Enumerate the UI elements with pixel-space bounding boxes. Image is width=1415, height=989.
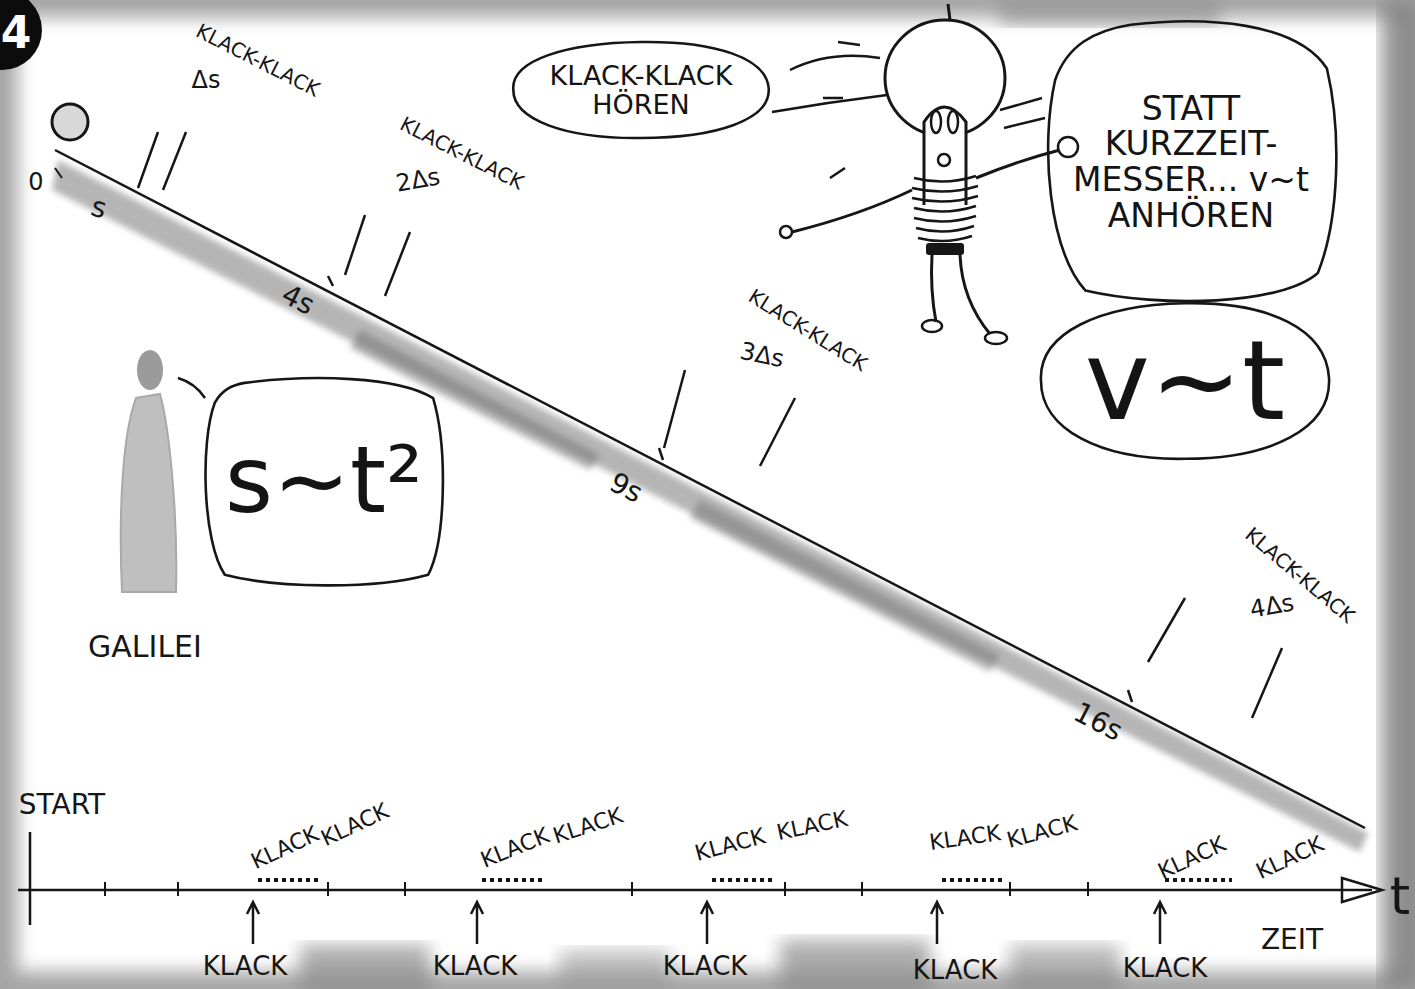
figure-hand [1058, 137, 1078, 157]
axis-arrowhead [1342, 878, 1382, 902]
incline-shading [52, 160, 1368, 852]
sound-label: KLACK [913, 957, 998, 983]
interval-label: 4Δs [1248, 590, 1296, 621]
sound-label: KLACK [203, 953, 288, 979]
distance-mark [659, 448, 663, 460]
rolling-ball [52, 104, 88, 140]
watercolor-blotch [1380, 0, 1415, 989]
start-tick [29, 832, 32, 925]
watercolor-blotch [780, 940, 930, 989]
interval-label: Δs [192, 68, 221, 92]
speech-bubble: KLACK-KLACK HÖREN [508, 40, 774, 140]
figure-stripes [912, 176, 978, 241]
bubble-tail [1000, 98, 1045, 128]
start-mark [55, 168, 62, 178]
axis-label: START [19, 791, 105, 819]
bubble-text: v~t [1045, 322, 1325, 441]
watercolor-blotch [300, 945, 430, 989]
figure-eye [931, 111, 941, 133]
motion-strokes [823, 42, 860, 178]
page-number-disc [0, 0, 42, 70]
sound-label: KLACK [1123, 955, 1208, 981]
axis-label: t [1390, 870, 1410, 922]
bubble-tail [772, 56, 887, 112]
bubble-text: STATT KURZZEIT- MESSER... v~t ANHÖREN [1071, 91, 1311, 234]
position-mark: 0 [28, 170, 43, 194]
watercolor-blotch [560, 950, 670, 989]
clack-strokes [664, 370, 795, 466]
figure-belt [926, 243, 964, 255]
distance-mark [1128, 690, 1132, 702]
clack-arrows [247, 902, 1166, 944]
distance-mark [328, 276, 333, 286]
figure-foot [922, 320, 942, 332]
bubble-outline-path [1041, 303, 1329, 459]
person-name: GALILEI [88, 632, 202, 662]
figure-foot [985, 332, 1007, 344]
watercolor-blotch [1010, 945, 1120, 989]
incline-line [55, 150, 1365, 828]
time-ticks [105, 882, 1088, 896]
figure-arms [792, 150, 1060, 232]
sound-label: KLACK [433, 953, 518, 979]
figure-eye [948, 111, 958, 133]
bubble-text: s~t² [204, 431, 444, 530]
bubble-text: KLACK-KLACK HÖREN [531, 61, 751, 119]
time-axis [18, 889, 1372, 892]
speech-bubble: s~t² [200, 372, 448, 590]
galilei-head [137, 350, 163, 390]
figure-hand [780, 226, 792, 238]
clack-strokes [345, 215, 410, 296]
speech-bubble: v~t [1035, 300, 1335, 462]
speech-bubble: STATT KURZZEIT- MESSER... v~t ANHÖREN [1040, 16, 1342, 308]
clack-strokes [138, 132, 186, 190]
figure-antenna [948, 4, 950, 20]
bubble-tail [178, 378, 205, 398]
interval-hatching [258, 878, 1232, 882]
interval-label: 2Δs [394, 164, 442, 195]
sound-label: KLACK [663, 953, 748, 979]
incline-shading [690, 500, 1000, 672]
bubble-outline-path [513, 42, 769, 138]
figure-mouth [938, 154, 950, 166]
galilei-figure [121, 394, 177, 592]
callout-number: 4 [1, 11, 32, 55]
axis-label: ZEIT [1261, 926, 1323, 954]
bubble-outline-path [1048, 21, 1336, 301]
